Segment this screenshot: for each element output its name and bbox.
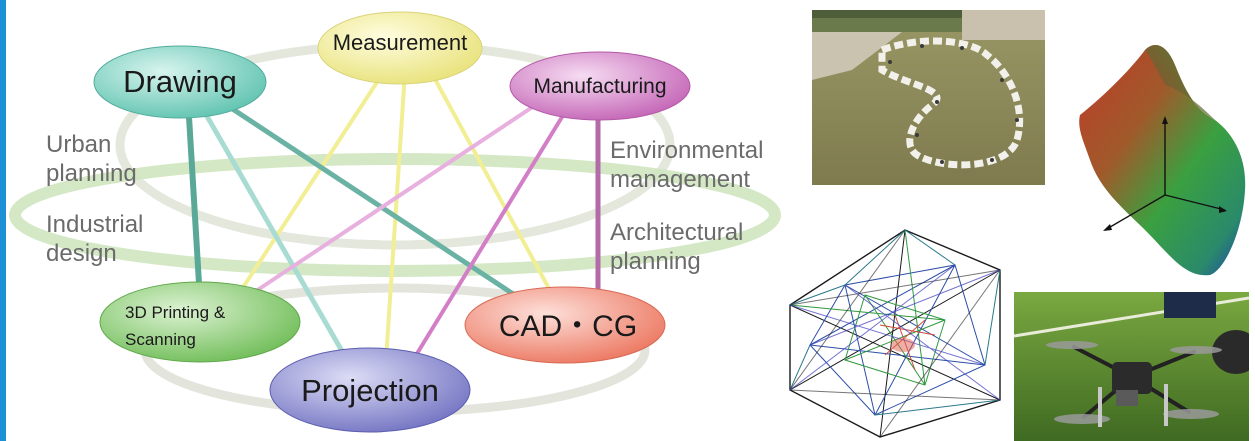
environmental-management-line2: management (610, 165, 751, 193)
environmental-management-label: Environmental management (610, 137, 763, 195)
node-drawing-label: Drawing (123, 64, 237, 99)
architectural-planning-line2: planning (610, 247, 701, 275)
node-measurement-label: Measurement (333, 30, 468, 55)
link-drawing-projection (197, 101, 353, 368)
node-manufacturing-label: Manufacturing (533, 75, 666, 98)
link-measurement-projection (383, 70, 407, 377)
connections (185, 68, 601, 377)
accent-bar (0, 0, 6, 441)
node-manufacturing: Manufacturing (509, 51, 691, 121)
urban-planning-label: Urban planning (46, 131, 137, 189)
node-printing-label-line2: Scanning (125, 330, 196, 349)
relationship-diagram: Measurement Drawing Manufacturing 3D Pri… (9, 11, 781, 433)
node-projection-label: Projection (301, 373, 439, 408)
link-measurement-printing (223, 68, 387, 317)
node-cad-cg: CAD・CG (464, 286, 666, 364)
urban-planning-line2: planning (46, 159, 137, 187)
node-drawing: Drawing (93, 45, 267, 119)
node-measurement: Measurement (317, 11, 483, 85)
node-printing-label-line1: 3D Printing & (125, 303, 226, 322)
node-3d-printing-scanning: 3D Printing & Scanning (99, 281, 301, 363)
link-measurement-cad (428, 68, 567, 320)
3d-surface-plot (1075, 40, 1250, 277)
industrial-design-line2: design (46, 239, 117, 267)
outdoor-drawing-class-photo (812, 10, 1045, 185)
architectural-planning-label: Architectural planning (610, 219, 743, 277)
link-manufacturing-projection (408, 102, 572, 367)
link-drawing-cad (222, 101, 548, 318)
drone-photo (1014, 292, 1249, 441)
link-drawing-printing (185, 97, 203, 303)
wireframe-polytope (785, 225, 1020, 441)
industrial-design-label: Industrial design (46, 211, 143, 269)
industrial-design-line1: Industrial (46, 211, 144, 238)
green-ring (9, 153, 781, 277)
architectural-planning-line1: Architectural (610, 219, 744, 246)
urban-planning-line1: Urban (46, 131, 112, 158)
link-manufacturing-printing (233, 100, 542, 307)
environmental-management-line1: Environmental (610, 137, 764, 164)
node-projection: Projection (269, 347, 471, 433)
node-cad-label: CAD・CG (499, 310, 637, 343)
